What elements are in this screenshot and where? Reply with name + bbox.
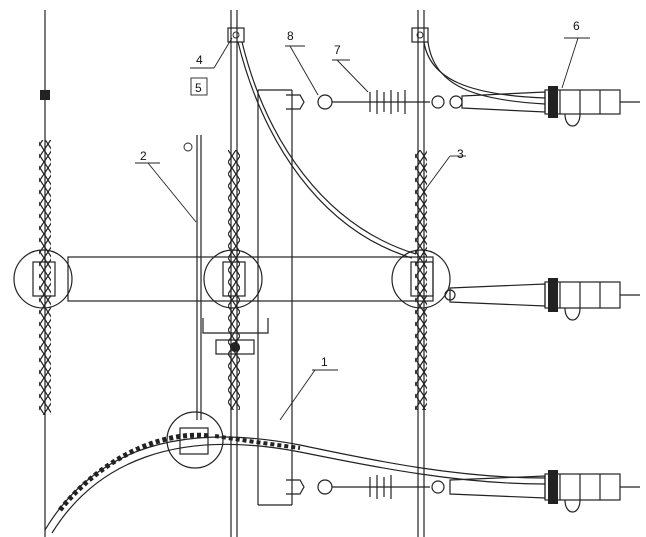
mounting-plate: [183, 135, 202, 420]
label-2: 2: [140, 149, 147, 163]
crossarm: [67, 256, 434, 302]
label-4: 4: [196, 53, 203, 67]
label-5: 5: [195, 81, 202, 95]
clamp-rings: [13, 249, 451, 469]
preformed-wire-sections: [39, 90, 427, 415]
label-8: 8: [287, 29, 294, 43]
lower-sag-cable: [44, 432, 546, 534]
lower-insulator-string: [286, 475, 445, 499]
top-attachments: [227, 27, 429, 43]
label-7: 7: [334, 43, 341, 57]
upper-insulator-string: [286, 90, 463, 114]
label-1: 1: [321, 355, 328, 369]
strain-clamps: [444, 86, 640, 513]
bracket: [202, 318, 269, 355]
jumper-cables: [237, 41, 546, 259]
part-labels: 1 2 3 4 5 6 7 8: [140, 19, 580, 369]
leader-lines: [135, 37, 590, 421]
label-6: 6: [573, 19, 580, 33]
label-3: 3: [457, 147, 464, 161]
